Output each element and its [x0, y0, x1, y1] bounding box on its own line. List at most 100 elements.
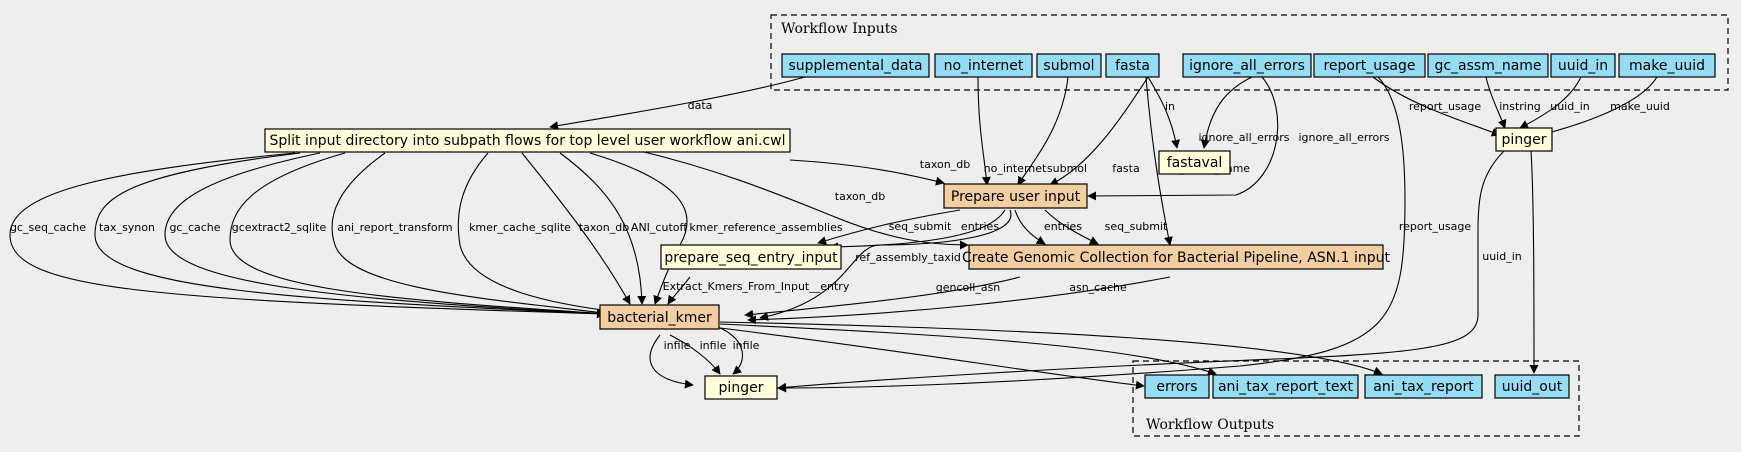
- node-label-errors: errors: [1156, 379, 1197, 395]
- node-gc-assm-name[interactable]: gc_assm_name: [1427, 53, 1549, 78]
- node-label-fastaval: fastaval: [1167, 155, 1223, 171]
- edge-instring: [1485, 76, 1507, 129]
- edge-uuid-in-pinger: [1519, 76, 1582, 129]
- edge-entries-prep: [829, 209, 1006, 252]
- edge-label-infile-3: infile: [733, 339, 760, 352]
- edge-fasta-prepare: [1049, 76, 1149, 186]
- edge-label-fasta: fasta: [1112, 162, 1139, 175]
- edge-seq-submit-prep: [817, 209, 961, 245]
- edge-label-kmer-cache-sqlite: kmer_cache_sqlite: [469, 221, 571, 234]
- edge-ani-cutoff: [559, 152, 647, 305]
- node-label-prepare-seq-entry-input: prepare_seq_entry_input: [664, 250, 838, 266]
- edge-gcextract2-sqlite: [229, 152, 609, 318]
- node-report-usage[interactable]: report_usage: [1313, 53, 1426, 78]
- edge-label-no-internet: no_internet: [984, 162, 1047, 175]
- edge-label-gcextract2-sqlite: gcextract2_sqlite: [232, 221, 327, 234]
- edge-label-ani-report-transform: ani_report_transform: [337, 221, 452, 234]
- node-errors[interactable]: errors: [1144, 374, 1210, 399]
- node-ani-tax-report-text[interactable]: ani_tax_report_text: [1212, 374, 1359, 399]
- edge-gc-cache: [164, 152, 606, 319]
- edge-kmer-ani-tax-report: [719, 321, 1383, 376]
- node-split-input-directory[interactable]: Split input directory into subpath flows…: [264, 128, 791, 153]
- edge-no-internet: [977, 76, 991, 186]
- edge-kmer-cache-sqlite: [457, 152, 619, 316]
- edge-split-gencoll: [639, 150, 969, 250]
- edge-tax-synon: [94, 152, 606, 319]
- edge-fasta-fastaval-in: [1147, 76, 1181, 149]
- node-ignore-all-errors[interactable]: ignore_all_errors: [1182, 53, 1312, 78]
- node-label-prepare-user-input: Prepare user input: [951, 189, 1081, 205]
- edge-asn-cache: [747, 276, 1171, 325]
- edge-ref-assembly-taxid: [759, 209, 1012, 321]
- node-label-uuid-in: uuid_in: [1558, 58, 1608, 74]
- node-submol[interactable]: submol: [1036, 53, 1102, 78]
- edge-label-ignore-prepare: ignore_all_errors: [1298, 131, 1389, 144]
- edge-extract-kmers: [667, 276, 691, 305]
- node-label-fasta: fasta: [1115, 58, 1150, 74]
- edge-label-ani-cutoff: ANI_cutoff: [631, 221, 688, 234]
- edge-entries-gencoll: [1014, 209, 1046, 245]
- edge-ani-report-transform: [331, 152, 613, 318]
- node-no-internet[interactable]: no_internet: [934, 53, 1033, 78]
- node-label-make-uuid: make_uuid: [1629, 58, 1705, 74]
- edge-label-seq-submit-prep: seq_submit: [889, 220, 952, 233]
- node-uuid-in[interactable]: uuid_in: [1550, 53, 1616, 78]
- edge-label-uuid-in-pinger: uuid_in: [1550, 100, 1590, 113]
- node-label-no-internet: no_internet: [944, 58, 1024, 74]
- node-ani-tax-report[interactable]: ani_tax_report: [1364, 374, 1483, 399]
- node-uuid-out[interactable]: uuid_out: [1494, 374, 1570, 399]
- node-label-ignore-all-errors: ignore_all_errors: [1189, 58, 1305, 74]
- node-label-split-input-directory: Split input directory into subpath flows…: [269, 133, 785, 149]
- workflow-inputs-label: Workflow Inputs: [781, 21, 898, 37]
- edge-uuid-in-bottom: [777, 150, 1505, 392]
- node-prepare-user-input[interactable]: Prepare user input: [943, 183, 1088, 209]
- node-genomic-collection[interactable]: Create Genomic Collection for Bacterial …: [962, 244, 1390, 270]
- edge-label-taxon-db-gencoll: taxon_db: [835, 190, 885, 203]
- node-label-genomic-collection: Create Genomic Collection for Bacterial …: [962, 250, 1390, 266]
- edge-pinger-uuid-out: [1529, 150, 1539, 374]
- workflow-outputs-cluster: Workflow Outputs: [1132, 360, 1580, 437]
- edge-label-ref-assembly-taxid: ref_assembly_taxid: [855, 251, 961, 264]
- edge-label-extract-kmers: Extract_Kmers_From_Input__entry: [663, 280, 850, 293]
- node-make-uuid[interactable]: make_uuid: [1618, 53, 1716, 78]
- node-label-gc-assm-name: gc_assm_name: [1434, 58, 1541, 74]
- node-label-pinger-bottom: pinger: [719, 380, 764, 396]
- edge-label-kmer-reference-assemblies: kmer_reference_assemblies: [689, 221, 842, 234]
- edge-label-taxon-db-prepare: taxon_db: [920, 158, 970, 171]
- edge-ignore-fastaval: [1200, 76, 1253, 149]
- edge-label-infile-1: infile: [664, 339, 691, 352]
- node-label-report-usage: report_usage: [1323, 58, 1415, 74]
- edges: [9, 76, 1658, 393]
- node-label-bacterial-kmer: bacterial_kmer: [607, 310, 712, 326]
- edge-make-uuid: [1539, 76, 1658, 138]
- node-supplemental-data[interactable]: supplemental_data: [781, 53, 930, 78]
- node-fasta[interactable]: fasta: [1105, 53, 1160, 78]
- edge-label-gencoll-asn: gencoll_asn: [936, 281, 1001, 294]
- node-label-ani-tax-report-text: ani_tax_report_text: [1218, 379, 1354, 395]
- node-prepare-seq-entry-input[interactable]: prepare_seq_entry_input: [660, 244, 842, 270]
- edge-gc-seq-cache: [9, 152, 606, 319]
- edge-gencoll-asn: [744, 276, 1021, 319]
- edge-label-asn-cache: asn_cache: [1069, 281, 1127, 294]
- node-pinger-top[interactable]: pinger: [1495, 127, 1553, 152]
- edge-label-tax-synon: tax_synon: [99, 221, 155, 234]
- edge-infile-2: [669, 334, 721, 375]
- edge-label-infile-2: infile: [700, 339, 727, 352]
- workflow-outputs-label: Workflow Outputs: [1146, 417, 1274, 433]
- node-pinger-bottom[interactable]: pinger: [704, 375, 778, 400]
- node-fastaval[interactable]: fastaval: [1158, 150, 1231, 175]
- edge-label-report-usage-pinger: report_usage: [1409, 100, 1482, 113]
- workflow-inputs-cluster: Workflow Inputs: [770, 14, 1729, 91]
- node-bacterial-kmer[interactable]: bacterial_kmer: [599, 304, 720, 330]
- edge-fasta-gencoll: [1145, 76, 1173, 246]
- node-label-pinger-top: pinger: [1502, 132, 1547, 148]
- node-label-submol: submol: [1043, 58, 1094, 74]
- edge-labels: data no_internet submol fasta in ignore_…: [10, 99, 1670, 352]
- edge-report-usage-bottom: [777, 76, 1406, 393]
- edge-label-gc-cache: gc_cache: [169, 221, 220, 234]
- edge-label-submol: submol: [1047, 162, 1087, 175]
- edge-label-data: data: [688, 99, 713, 112]
- node-label-ani-tax-report: ani_tax_report: [1373, 379, 1474, 395]
- edge-label-entries-prep: entries: [961, 220, 999, 233]
